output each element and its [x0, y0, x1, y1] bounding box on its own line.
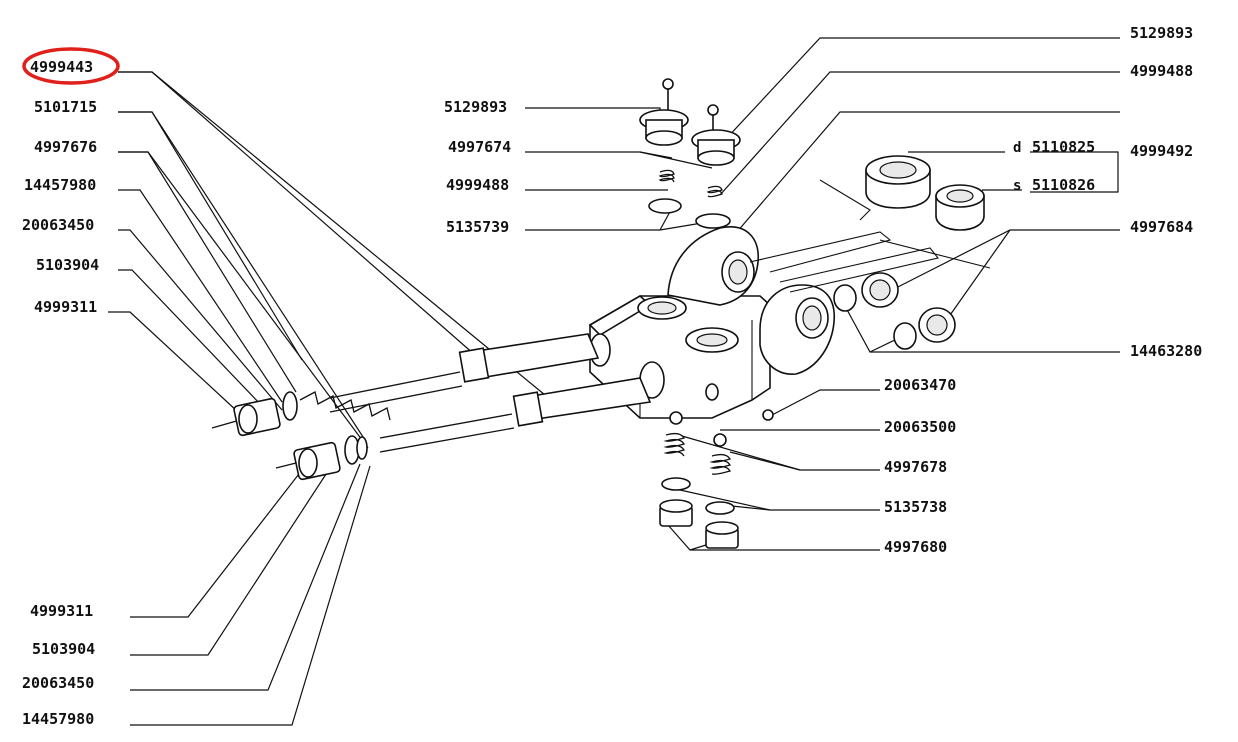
label-20063500: 20063500 — [884, 418, 956, 436]
label-20063470: 20063470 — [884, 376, 956, 394]
label-4997674: 4997674 — [448, 138, 511, 156]
bushings — [833, 155, 985, 350]
label-5110825: 5110825 — [1032, 138, 1095, 156]
label-4997676: 4997676 — [34, 138, 97, 156]
bottom-valve-parts — [659, 409, 774, 549]
rod-assemblies — [211, 333, 652, 481]
label-5135738: 5135738 — [884, 498, 947, 516]
label-4999488-right: 4999488 — [1130, 62, 1193, 80]
label-4999492: 4999492 — [1130, 142, 1193, 160]
label-4999488-left: 4999488 — [446, 176, 509, 194]
label-5101715: 5101715 — [34, 98, 97, 116]
label-4999311-bottom: 4999311 — [30, 602, 93, 620]
label-4997684: 4997684 — [1130, 218, 1193, 236]
label-14463280: 14463280 — [1130, 342, 1202, 360]
mounting-bracket — [667, 179, 991, 375]
label-4997680: 4997680 — [884, 538, 947, 556]
label-5103904-top: 5103904 — [36, 256, 99, 274]
label-d: d — [1013, 140, 1021, 156]
leader-lines-right — [525, 37, 1120, 551]
label-s: s — [1013, 178, 1021, 194]
top-valve-caps — [639, 78, 741, 229]
labels-right: 5129893 4997674 4999488 5135739 5129893 … — [444, 24, 1202, 556]
leader-lines-left — [108, 71, 546, 726]
label-5129893-left: 5129893 — [444, 98, 507, 116]
label-4999311-top: 4999311 — [34, 298, 97, 316]
highlight-circle — [22, 47, 120, 85]
label-5110826: 5110826 — [1032, 176, 1095, 194]
label-14457980-top: 14457980 — [24, 176, 96, 194]
label-20063450-top: 20063450 — [22, 216, 94, 234]
label-5129893-right: 5129893 — [1130, 24, 1193, 42]
label-4997678: 4997678 — [884, 458, 947, 476]
label-14457980-bottom: 14457980 — [22, 710, 94, 728]
label-5135739: 5135739 — [446, 218, 509, 236]
label-20063450-bottom: 20063450 — [22, 674, 94, 692]
label-4999443: 4999443 — [30, 58, 93, 76]
labels-left: 4999443 5101715 4997676 14457980 2006345… — [22, 58, 99, 728]
label-5103904-bottom: 5103904 — [32, 640, 95, 658]
